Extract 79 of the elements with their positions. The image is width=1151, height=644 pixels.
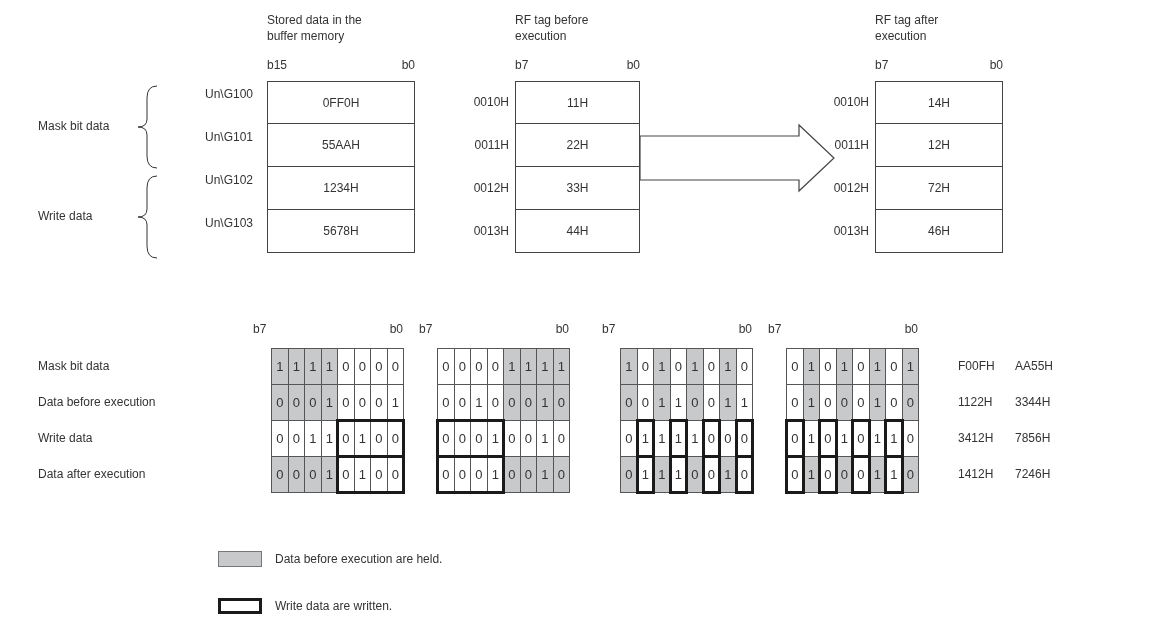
bit-cell: 1: [271, 348, 289, 385]
legend-text: Data before execution are held.: [275, 552, 443, 566]
address-label: 0013H: [473, 224, 509, 238]
bit-cell: 1: [620, 348, 638, 385]
bit-cell: 1: [503, 348, 521, 385]
bit-cell: 0: [304, 384, 322, 421]
row-label: Mask bit data: [38, 359, 110, 373]
address-label: Un\G101: [204, 130, 253, 144]
bit-cell: 1: [653, 384, 671, 421]
hex-value: AA55H: [1015, 359, 1054, 373]
table-cell: 72H: [875, 166, 1003, 210]
table-cell: 14H: [875, 81, 1003, 124]
bit-label: b0: [555, 322, 569, 336]
bit-cell: 1: [536, 384, 554, 421]
bit-cell: 0: [304, 456, 322, 493]
hex-value: 3412H: [958, 431, 994, 445]
hex-value: F00FH: [958, 359, 995, 373]
hex-value: 3344H: [1015, 395, 1051, 409]
address-label: 0012H: [473, 181, 509, 195]
bit-label: b0: [904, 322, 918, 336]
address-label: Un\G102: [204, 173, 253, 187]
address-label: 0010H: [833, 95, 869, 109]
hex-value: 1122H: [958, 395, 993, 409]
address-label: 0011H: [474, 138, 509, 152]
row-label: Write data: [38, 431, 93, 445]
table-cell: 46H: [875, 209, 1003, 253]
address-label: 0010H: [473, 95, 509, 109]
table-heading: Stored data in the buffer memory: [267, 12, 363, 44]
bit-cell: 0: [686, 384, 704, 421]
table-cell: 44H: [515, 209, 640, 253]
bit-cell: 1: [653, 348, 671, 385]
bit-label: b0: [989, 58, 1003, 72]
row-label: Data before execution: [38, 395, 156, 409]
bit-cell: 0: [503, 384, 521, 421]
bit-cell: 1: [686, 348, 704, 385]
bit-cell: 0: [786, 348, 804, 385]
table-heading: RF tag after execution: [875, 12, 940, 44]
table-cell: 0FF0H: [267, 81, 415, 124]
bit-label: b15: [267, 58, 288, 72]
bit-label: b0: [389, 322, 403, 336]
bit-label: b7: [875, 58, 889, 72]
legend-text: Write data are written.: [275, 599, 393, 613]
group-label: Write data: [38, 209, 93, 223]
table-cell: 12H: [875, 123, 1003, 167]
bit-label: b7: [253, 322, 267, 336]
table-cell: 33H: [515, 166, 640, 210]
bit-label: b7: [602, 322, 616, 336]
table-heading: RF tag before execution: [515, 12, 590, 44]
bit-label: b0: [738, 322, 752, 336]
bit-label: b0: [626, 58, 640, 72]
bit-cell: 0: [437, 348, 455, 385]
row-label: Data after execution: [38, 467, 146, 481]
address-label: Un\G103: [204, 216, 253, 230]
bit-cell: 1: [304, 348, 322, 385]
bit-label: b7: [515, 58, 529, 72]
table-cell: 55AAH: [267, 123, 415, 167]
bit-label: b7: [768, 322, 782, 336]
bit-cell: 1: [536, 348, 554, 385]
bit-label: b7: [419, 322, 433, 336]
hex-value: 7246H: [1015, 467, 1051, 481]
bit-cell: 0: [271, 384, 289, 421]
table-cell: 22H: [515, 123, 640, 167]
table-cell: 5678H: [267, 209, 415, 253]
bit-label: b0: [401, 58, 415, 72]
address-label: 0011H: [834, 138, 869, 152]
address-label: Un\G100: [204, 87, 253, 101]
bit-cell: 0: [620, 384, 638, 421]
address-label: 0012H: [833, 181, 869, 195]
block-arrow: [639, 123, 835, 193]
address-label: 0013H: [833, 224, 869, 238]
hex-value: 7856H: [1015, 431, 1051, 445]
bit-cell: 1: [536, 456, 554, 493]
table-cell: 1234H: [267, 166, 415, 210]
group-label: Mask bit data: [38, 119, 110, 133]
table-cell: 11H: [515, 81, 640, 124]
bit-cell: 1: [719, 348, 737, 385]
hex-value: 1412H: [958, 467, 994, 481]
bit-cell: 0: [271, 456, 289, 493]
bit-cell: 1: [719, 384, 737, 421]
